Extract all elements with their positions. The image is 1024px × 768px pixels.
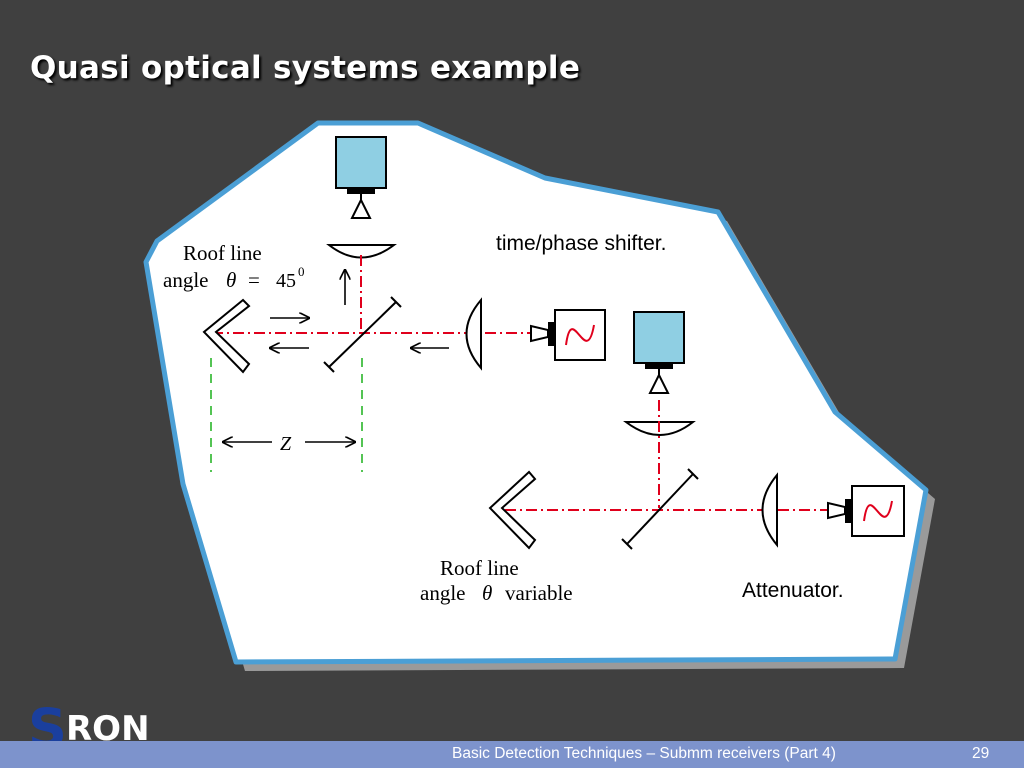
bottom-roof-label: Roof line (440, 556, 519, 580)
top-feed-horn-icon (350, 197, 372, 219)
logo-text: RON (66, 709, 150, 749)
page-number: 29 (972, 745, 990, 762)
top-roof-mirror-icon (202, 298, 251, 374)
footer-text: Basic Detection Techniques – Submm recei… (452, 745, 836, 762)
top-lens-icon (326, 244, 397, 259)
top-system: Z Roof line angle θ = 45 0 time/phase sh… (163, 136, 666, 472)
top-right-lens-icon (465, 297, 482, 371)
top-roof-label: Roof line (183, 241, 262, 265)
top-angle-value: 45 (276, 270, 296, 292)
top-angle-label-prefix: angle (163, 268, 208, 292)
bottom-roof-mirror-icon (488, 470, 537, 550)
distance-label: Z (280, 433, 292, 455)
top-source-icon (554, 309, 606, 361)
bottom-system: Roof line angle θ variable Attenuator. (420, 311, 905, 605)
bottom-right-lens-icon (761, 472, 778, 548)
top-beam-splitter-icon (328, 301, 397, 368)
footer-bar: Basic Detection Techniques – Submm recei… (0, 741, 1024, 768)
slide-title: Quasi optical systems example (30, 50, 581, 86)
diagram-panel (143, 120, 929, 665)
bottom-angle-value: variable (505, 581, 573, 605)
bottom-angle-label-prefix: angle (420, 581, 465, 605)
bottom-angle-theta: θ (482, 581, 492, 605)
bottom-feed-horn-icon (648, 372, 670, 394)
bottom-system-title: Attenuator. (742, 579, 844, 602)
top-angle-equals: = (248, 268, 260, 292)
top-angle-unit: 0 (298, 264, 305, 279)
top-system-title: time/phase shifter. (496, 232, 666, 255)
top-angle-theta: θ (226, 268, 236, 292)
bottom-detector-icon (633, 311, 685, 364)
top-detector-icon (335, 136, 387, 189)
optics-diagram: Z Roof line angle θ = 45 0 time/phase sh… (143, 120, 935, 671)
bottom-beam-splitter-icon (626, 473, 694, 545)
